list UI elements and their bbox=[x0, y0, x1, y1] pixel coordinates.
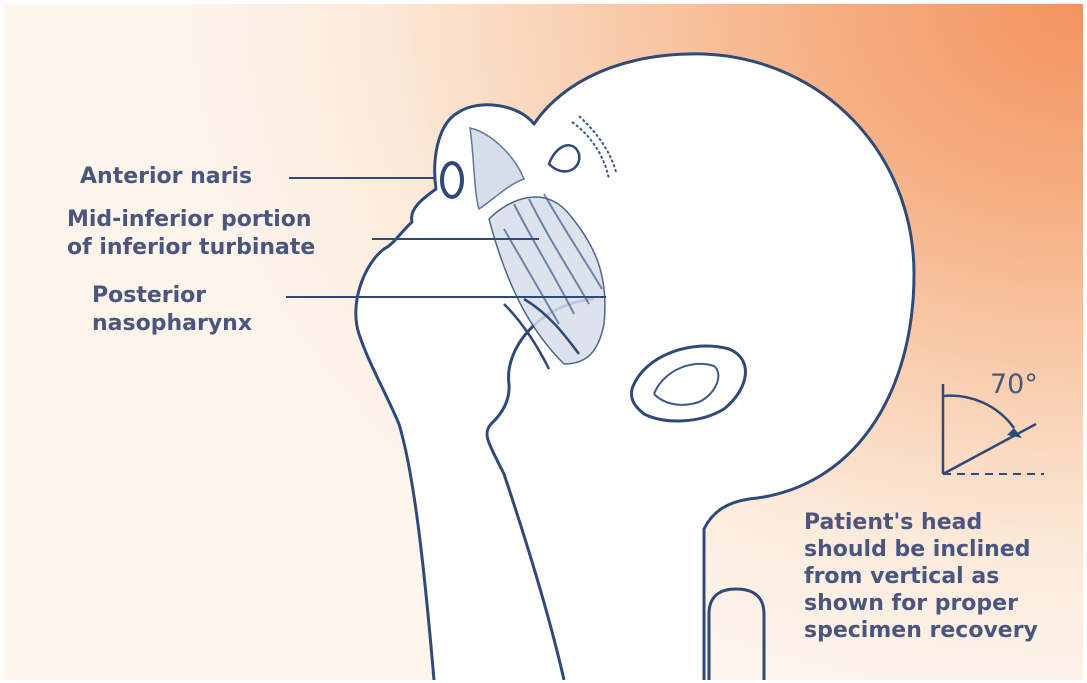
note-line: specimen recovery bbox=[804, 617, 1038, 644]
diagram-canvas: Anterior naris Mid-inferior portion of i… bbox=[4, 4, 1083, 680]
label-anterior-naris: Anterior naris bbox=[80, 163, 252, 191]
label-posterior-nasopharynx: Posterior nasopharynx bbox=[92, 282, 252, 338]
note-line: Patient's head bbox=[804, 509, 1038, 536]
anterior-naris-mark bbox=[442, 163, 462, 197]
note-line: from vertical as bbox=[804, 563, 1038, 590]
label-mid-inferior-line1: Mid-inferior portion bbox=[67, 206, 315, 234]
label-mid-inferior-line2: of inferior turbinate bbox=[67, 234, 315, 262]
label-posterior-line2: nasopharynx bbox=[92, 310, 252, 338]
note-line: should be inclined bbox=[804, 536, 1038, 563]
label-posterior-line1: Posterior bbox=[92, 282, 252, 310]
head-inclination-note: Patient's head should be inclined from v… bbox=[804, 509, 1038, 644]
note-line: shown for proper bbox=[804, 590, 1038, 617]
chair-back bbox=[709, 589, 764, 680]
label-mid-inferior-turbinate: Mid-inferior portion of inferior turbina… bbox=[67, 206, 315, 262]
angle-value: 70° bbox=[990, 370, 1038, 400]
